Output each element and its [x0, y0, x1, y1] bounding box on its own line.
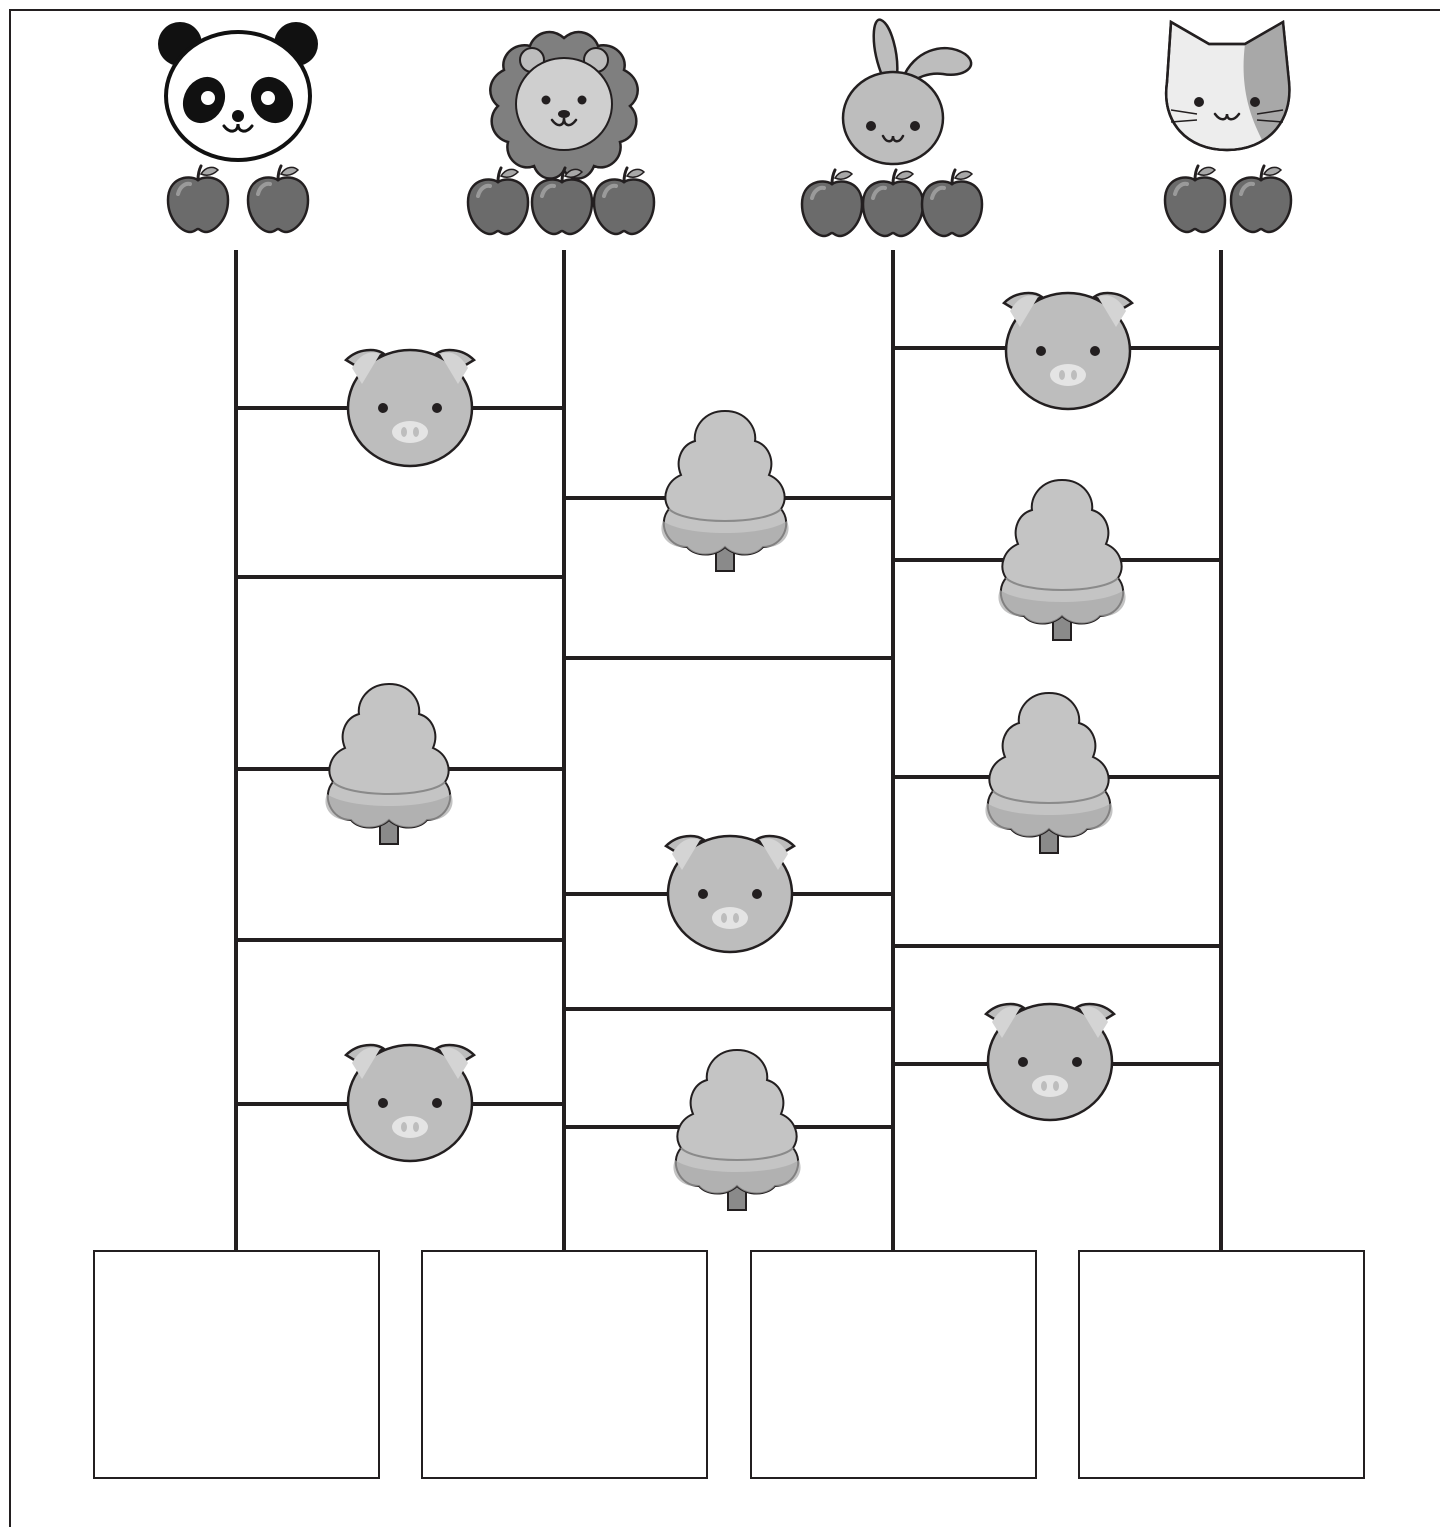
rabbit-icon [843, 20, 971, 164]
tree-icon [998, 480, 1125, 640]
apple-group-cat [1165, 166, 1291, 232]
tree-icon [661, 411, 788, 571]
tree-icon [985, 693, 1112, 853]
apple-group-lion [468, 168, 654, 234]
pig-icon [986, 1004, 1114, 1120]
answer-box-4[interactable] [1079, 1251, 1364, 1478]
pig-icon [346, 350, 474, 466]
tree-icon [325, 684, 452, 844]
pig-icon [666, 836, 794, 952]
answer-box-2[interactable] [422, 1251, 707, 1478]
lion-icon [490, 32, 637, 178]
pig-icon [346, 1045, 474, 1161]
pig-icon [1004, 293, 1132, 409]
answer-box-1[interactable] [94, 1251, 379, 1478]
apple-group-rabbit [802, 170, 982, 236]
tree-icon [673, 1050, 800, 1210]
cat-icon [1166, 22, 1290, 150]
panda-icon [158, 22, 318, 160]
answer-box-3[interactable] [751, 1251, 1036, 1478]
apple-group-panda [168, 166, 308, 232]
